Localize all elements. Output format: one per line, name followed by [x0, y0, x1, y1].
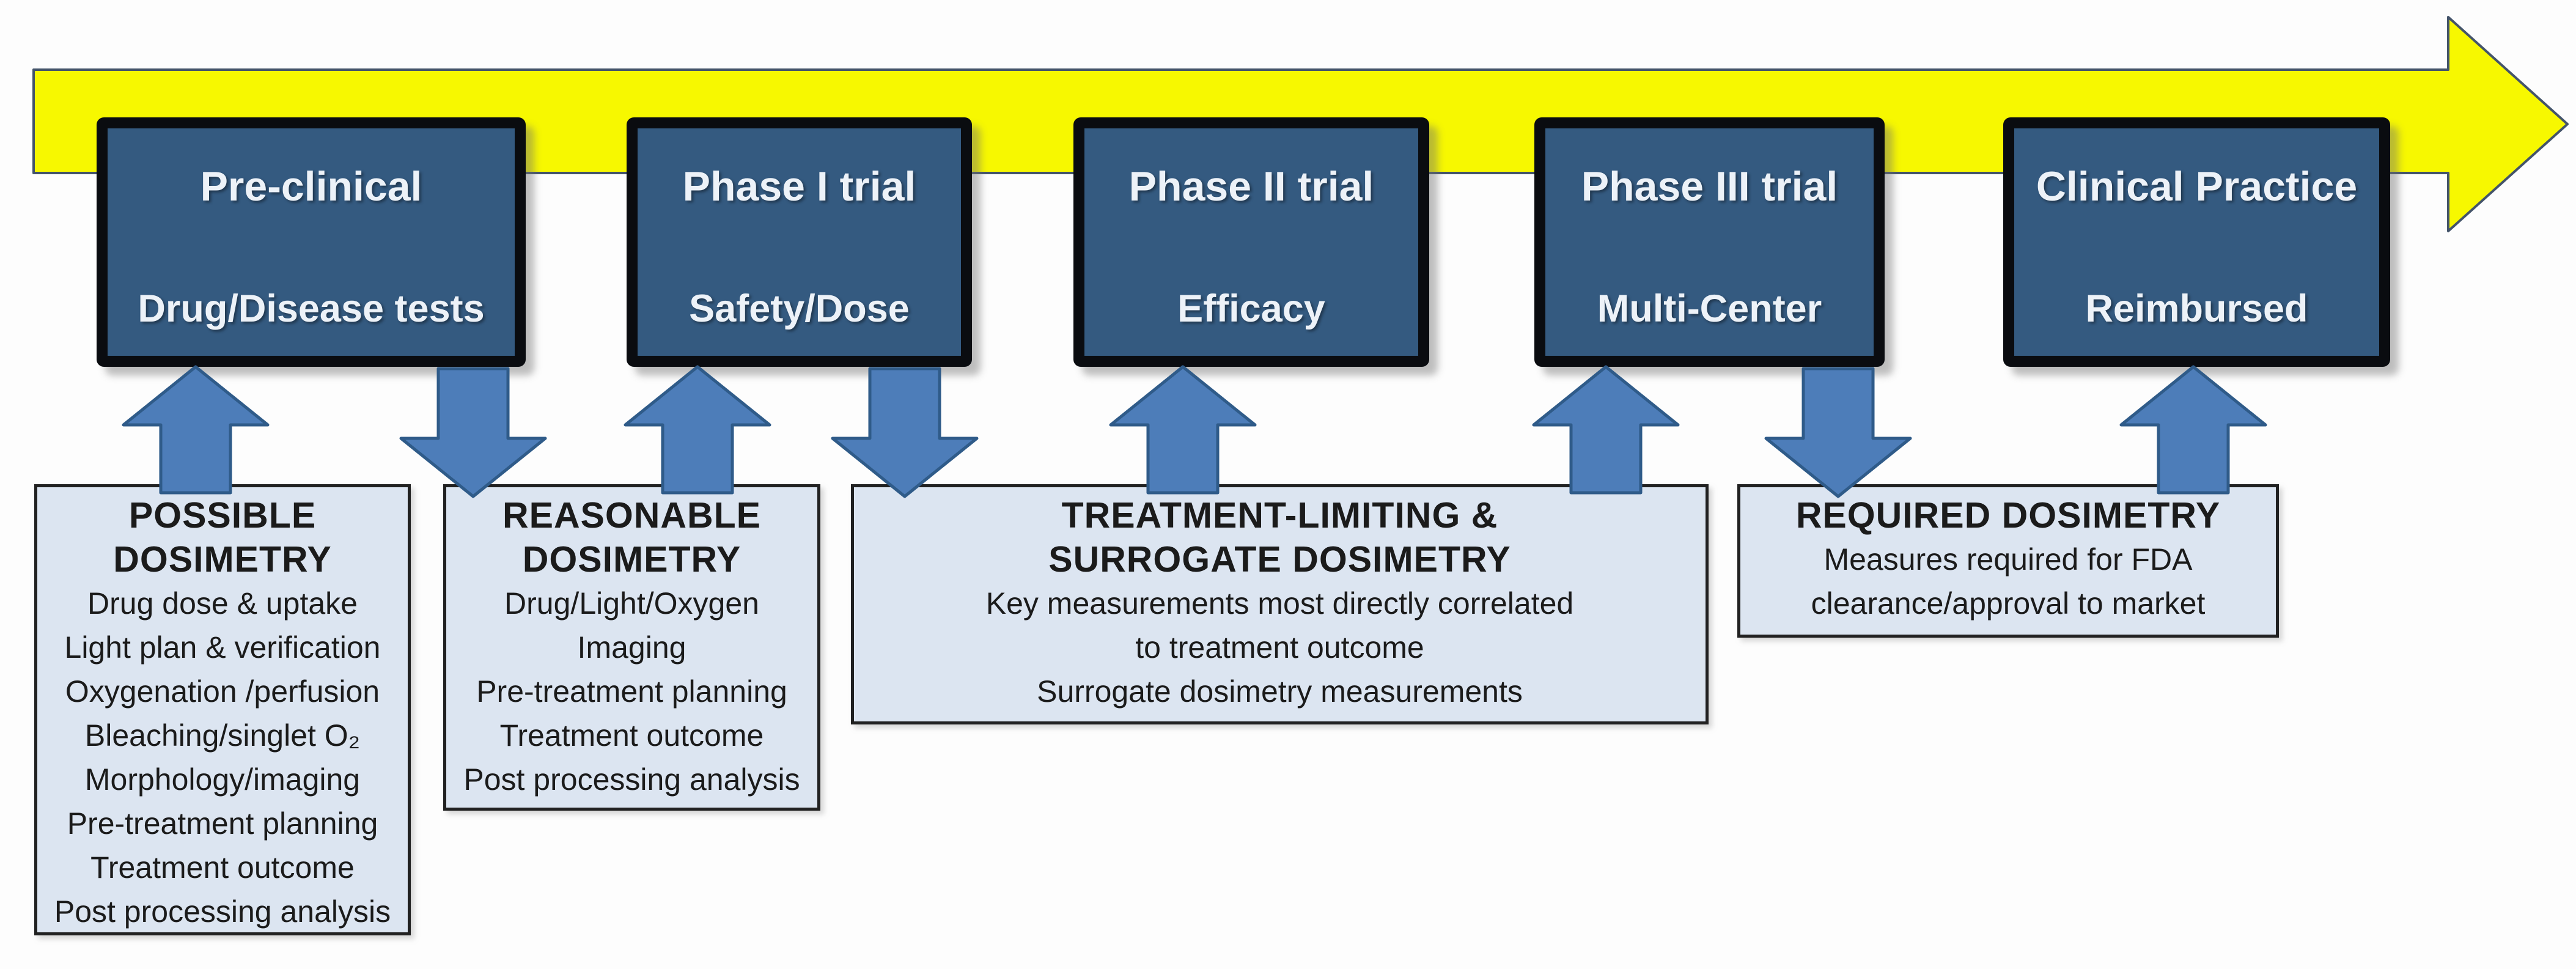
note-line: Light plan & verification	[64, 630, 381, 665]
note-line: to treatment outcome	[1135, 630, 1424, 665]
down-arrow-icon	[399, 367, 547, 498]
note-line: Treatment outcome	[90, 850, 355, 885]
stage-subtitle: Multi-Center	[1597, 287, 1822, 330]
note-line: clearance/approval to market	[1811, 586, 2206, 621]
down-arrow-icon	[1764, 367, 1912, 498]
up-arrow-icon	[1532, 365, 1680, 495]
stage-title: Phase III trial	[1581, 163, 1838, 210]
note-line: Post processing analysis	[463, 762, 800, 797]
stage-title: Pre-clinical	[200, 163, 422, 210]
stage-title: Phase II trial	[1128, 163, 1374, 210]
note-line: Post processing analysis	[54, 894, 391, 929]
note-line: Surrogate dosimetry measurements	[1037, 674, 1523, 709]
note-header-line: DOSIMETRY	[522, 539, 742, 580]
up-arrow-icon	[122, 365, 270, 495]
stage-box-phase-iii-trial: Phase III trial Multi-Center	[1534, 117, 1885, 367]
up-arrow-icon	[2119, 365, 2267, 495]
stage-box-clinical-practice: Clinical Practice Reimbursed	[2003, 117, 2390, 367]
stage-title: Clinical Practice	[2036, 163, 2358, 210]
note-line: Drug/Light/Oxygen	[504, 586, 759, 621]
note-header-line: TREATMENT-LIMITING &	[1061, 495, 1498, 536]
stage-subtitle: Reimbursed	[2085, 287, 2308, 330]
note-header-line: SURROGATE DOSIMETRY	[1048, 539, 1511, 580]
note-box-treatment-limiting-surrogate-dosimetry: TREATMENT-LIMITING & SURROGATE DOSIMETRY…	[851, 484, 1709, 724]
stage-subtitle: Efficacy	[1177, 287, 1325, 330]
stage-title: Phase I trial	[682, 163, 916, 210]
note-line: Morphology/imaging	[84, 762, 361, 797]
stage-subtitle: Safety/Dose	[689, 287, 910, 330]
note-line: Imaging	[577, 630, 686, 665]
note-line: Pre-treatment planning	[67, 806, 378, 841]
note-box-reasonable-dosimetry: REASONABLE DOSIMETRY Drug/Light/Oxygen I…	[443, 484, 820, 811]
stage-box-phase-ii-trial: Phase II trial Efficacy	[1073, 117, 1429, 367]
note-line: Oxygenation /perfusion	[65, 674, 380, 709]
down-arrow-icon	[831, 367, 979, 498]
note-line: Drug dose & uptake	[87, 586, 358, 621]
note-box-required-dosimetry: REQUIRED DOSIMETRY Measures required for…	[1737, 484, 2279, 638]
note-line: Pre-treatment planning	[476, 674, 787, 709]
up-arrow-icon	[624, 365, 771, 495]
note-box-possible-dosimetry: POSSIBLE DOSIMETRY Drug dose & uptake Li…	[34, 484, 411, 935]
note-line: Bleaching/singlet O₂	[84, 718, 361, 753]
note-line: Measures required for FDA	[1823, 542, 2193, 577]
stage-subtitle: Drug/Disease tests	[138, 287, 485, 330]
up-arrow-icon	[1109, 365, 1257, 495]
stage-box-preclinical: Pre-clinical Drug/Disease tests	[97, 117, 526, 367]
note-header-line: DOSIMETRY	[113, 539, 332, 580]
note-line: Treatment outcome	[499, 718, 764, 753]
note-line: Key measurements most directly correlate…	[985, 586, 1574, 621]
note-header-line: POSSIBLE	[128, 495, 317, 536]
stage-box-phase-i-trial: Phase I trial Safety/Dose	[627, 117, 972, 367]
note-header-line: REQUIRED DOSIMETRY	[1795, 495, 2221, 536]
note-header-line: REASONABLE	[502, 495, 762, 536]
